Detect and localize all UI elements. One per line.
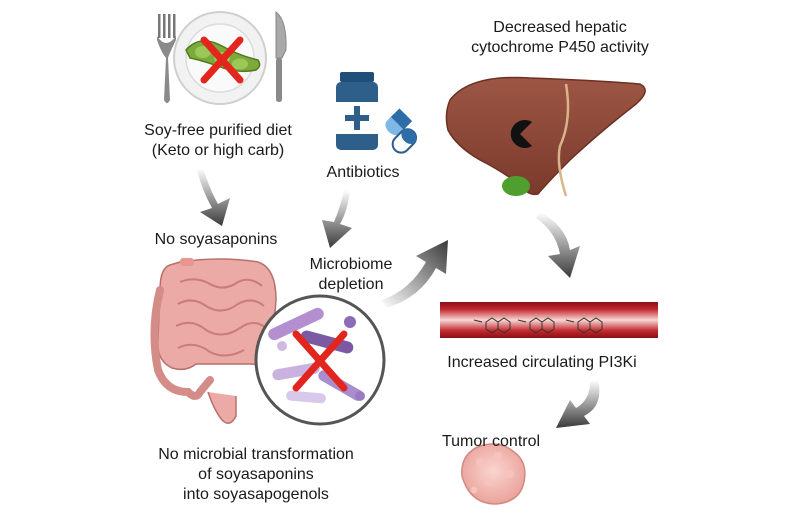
circulating-text: Increased circulating PI3Ki <box>447 354 637 371</box>
transformation-label: No microbial transformation of soyasapon… <box>136 445 376 505</box>
arrow-diet-to-soyasaponins <box>197 168 230 226</box>
red-x-icon <box>200 36 244 84</box>
liver-line-2: cytochrome P450 activity <box>471 39 649 56</box>
tumor-label: Tumor control <box>426 432 556 452</box>
capsule-icon <box>391 128 418 154</box>
bacteria-magnifier-icon <box>254 294 386 426</box>
liver-label: Decreased hepatic cytochrome P450 activi… <box>450 18 670 58</box>
arrow-microbiome-to-liver <box>382 240 448 308</box>
capsule-icon <box>385 108 413 136</box>
knife-icon <box>275 11 287 102</box>
no-soyasaponins-text: No soyasaponins <box>154 231 278 248</box>
no-soyasaponins-label: No soyasaponins <box>146 230 286 250</box>
transformation-line-1: No microbial transformation <box>158 446 354 463</box>
arrow-liver-to-vessel <box>536 212 580 278</box>
medicine-bottle-icon <box>336 72 378 150</box>
antibiotics-text: Antibiotics <box>326 164 400 181</box>
liver-line-1: Decreased hepatic <box>493 19 627 36</box>
fork-icon <box>157 14 176 103</box>
microbiome-line-2: depletion <box>318 276 384 293</box>
microbiome-line-1: Microbiome <box>309 256 393 273</box>
tumor-icon <box>461 443 526 505</box>
circulating-label: Increased circulating PI3Ki <box>412 353 672 373</box>
arrow-antibiotics-to-microbiome <box>322 190 352 248</box>
microbiome-label: Microbiome depletion <box>296 255 406 295</box>
transformation-line-2: of soyasaponins <box>198 466 314 483</box>
intestine-icon <box>150 258 277 424</box>
tumor-text: Tumor control <box>441 433 541 450</box>
diet-label: Soy-free purified diet (Keto or high car… <box>118 121 318 161</box>
antibiotics-label: Antibiotics <box>308 163 418 183</box>
transformation-line-3: into soyasapogenols <box>183 486 329 503</box>
diet-line-1: Soy-free purified diet <box>144 122 292 139</box>
arrow-vessel-to-tumor <box>556 380 600 428</box>
diet-line-2: (Keto or high carb) <box>151 142 285 159</box>
liver-icon <box>445 76 646 197</box>
blood-vessel-icon <box>440 302 658 338</box>
